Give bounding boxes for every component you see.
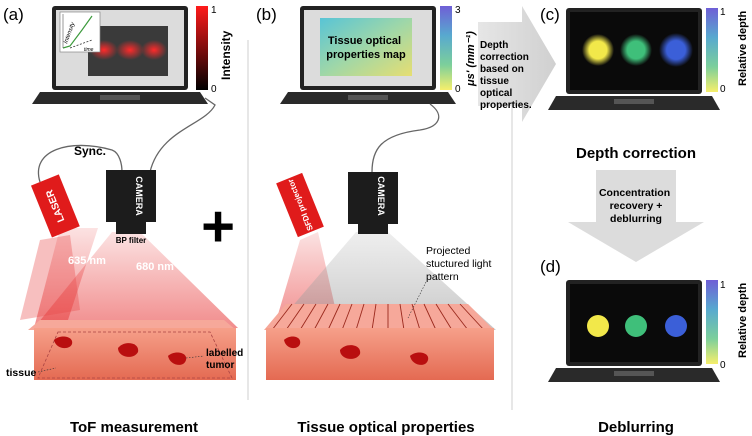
tumor-3 [168, 352, 187, 365]
caption-c: Depth correction [576, 145, 696, 162]
colorbar-d-min: 0 [720, 360, 726, 371]
colorbar-b-title: μs' (mm⁻¹) [465, 31, 477, 87]
laptop-b [280, 6, 456, 104]
arrow-text-content-line: tissue [480, 76, 509, 87]
deblur-blob-blue [665, 315, 687, 337]
colorbar-b-min: 0 [455, 84, 461, 95]
laser-beam [34, 228, 98, 328]
panel-b-label: (b) [256, 5, 277, 24]
intensity-blob-3 [141, 40, 167, 60]
camera-view-cone [34, 232, 238, 328]
colorbar-d-title: Relative depth [737, 283, 749, 358]
laptop-c [548, 8, 720, 110]
arrow-text-content-line: correction [480, 52, 529, 63]
intensity-blob-2 [116, 40, 144, 60]
deblur-blob-yellow [587, 315, 609, 337]
wavelength-680: 680 nm [136, 261, 174, 273]
colorbar-optical [440, 6, 452, 90]
panel-d-label: (d) [540, 257, 561, 276]
camera-a-label: CAMERA [134, 176, 144, 216]
camera-b-label: CAMERA [376, 176, 386, 216]
colorbar-a-min: 0 [211, 84, 217, 95]
down-arrow-text-content: Concentration [599, 187, 670, 199]
arrow-text-content-line: based on [480, 64, 524, 75]
laptop-a [32, 6, 208, 104]
sync-label: Sync. [74, 144, 106, 158]
deblur-blob-green [625, 315, 647, 337]
arrow-text-content: Depth [480, 40, 508, 51]
sync-cable [37, 144, 123, 183]
caption-d: Deblurring [598, 419, 674, 436]
pattern-label-text-line: pattern [426, 271, 459, 283]
panel-c-label: (c) [540, 5, 560, 24]
camera-b: CAMERA [348, 172, 398, 234]
down-arrow-text: Concentration recovery +deblurring [599, 187, 673, 225]
panel-a-label: (a) [3, 5, 24, 24]
tumor-1 [54, 336, 73, 349]
camera-cable-a [149, 97, 216, 173]
map-title-text-line: properties map [326, 49, 406, 61]
colorbar-a-title: Intensity [219, 30, 233, 80]
caption-a: ToF measurement [70, 419, 198, 436]
colorbar-a-max: 1 [211, 5, 217, 16]
colorbar-intensity [196, 6, 208, 90]
down-arrow-text-content-line: recovery + [610, 200, 663, 212]
laptop-d [548, 280, 720, 382]
bp-filter-label: BP filter [116, 236, 147, 245]
colorbar-b-max: 3 [455, 5, 461, 16]
tumor-label-text-line: tumor [206, 360, 234, 371]
tissue-block-b [264, 303, 494, 380]
colorbar-depth-c [706, 8, 718, 92]
tissue-block-a [28, 320, 236, 380]
depth-blob-blue [659, 33, 693, 67]
laser-device: LASER [30, 174, 80, 238]
tumor-2 [118, 343, 139, 357]
arrow-text-content-line: optical [480, 88, 512, 99]
inset-plot: Intensity time [59, 11, 101, 53]
arrow-text-content-line: properties. [480, 100, 532, 111]
tumor-label-text: labelled [206, 348, 243, 359]
down-arrow-text-content-line: deblurring [610, 213, 662, 225]
pattern-label-text: Projected [426, 245, 471, 257]
right-arrow [478, 6, 556, 122]
colorbar-depth-d [706, 280, 718, 364]
camera-cable-b [371, 103, 440, 173]
wavelength-635: 635 nm [68, 255, 106, 267]
depth-blob-yellow [582, 34, 614, 66]
depth-blob-green [620, 34, 652, 66]
plus-sign: + [201, 194, 235, 259]
tissue-label: tissue [6, 367, 37, 379]
pattern-label-text-line: stuctured light [426, 258, 491, 270]
map-title: Tissue optical properties map [326, 35, 406, 61]
colorbar-c-title: Relative depth [737, 11, 749, 86]
map-title-text: Tissue optical [328, 35, 401, 47]
camera-a: CAMERA BP filter [106, 170, 156, 245]
colorbar-d-max: 1 [720, 280, 726, 291]
caption-b: Tissue optical properties [297, 419, 474, 436]
colorbar-c-min: 0 [720, 84, 726, 95]
inset-x-label: time [84, 47, 94, 53]
colorbar-c-max: 1 [720, 7, 726, 18]
sfdi-projector: SFDI projector [276, 172, 324, 238]
down-arrow [568, 170, 704, 262]
tumor-label: labelled tumor [206, 348, 246, 371]
